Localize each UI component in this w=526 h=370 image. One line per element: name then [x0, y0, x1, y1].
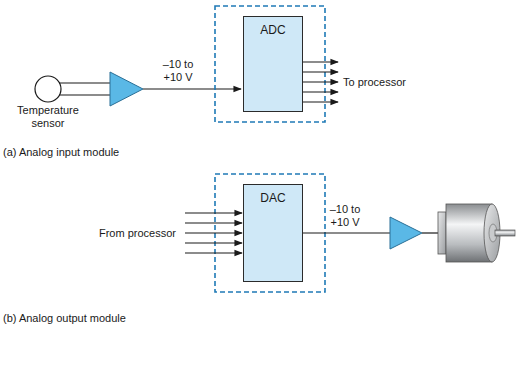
- converter-box: DAC: [243, 184, 303, 282]
- signal-wire: [143, 88, 241, 89]
- amplifier-symbol: [390, 217, 422, 249]
- voltage-range: –10 to +10 V: [154, 58, 202, 84]
- data-bus: [185, 213, 242, 253]
- figure-caption: (b) Analog output module: [3, 312, 203, 325]
- figure-caption: (a) Analog input module: [3, 146, 203, 159]
- signal-wire: [303, 232, 390, 233]
- converter-box: ADC: [243, 16, 303, 112]
- temperature-sensor: [35, 76, 110, 102]
- amplifier-symbol: [110, 72, 143, 106]
- data-bus: [303, 62, 338, 102]
- voltage-range: –10 to +10 V: [321, 203, 369, 229]
- box-label: DAC: [244, 185, 302, 205]
- box-label: ADC: [244, 17, 302, 37]
- motor: [438, 204, 515, 262]
- bus-label: To processor: [343, 76, 433, 89]
- sensor-label: Temperature sensor: [8, 104, 88, 130]
- module-boundary: [215, 6, 325, 122]
- bus-label: From processor: [72, 227, 176, 240]
